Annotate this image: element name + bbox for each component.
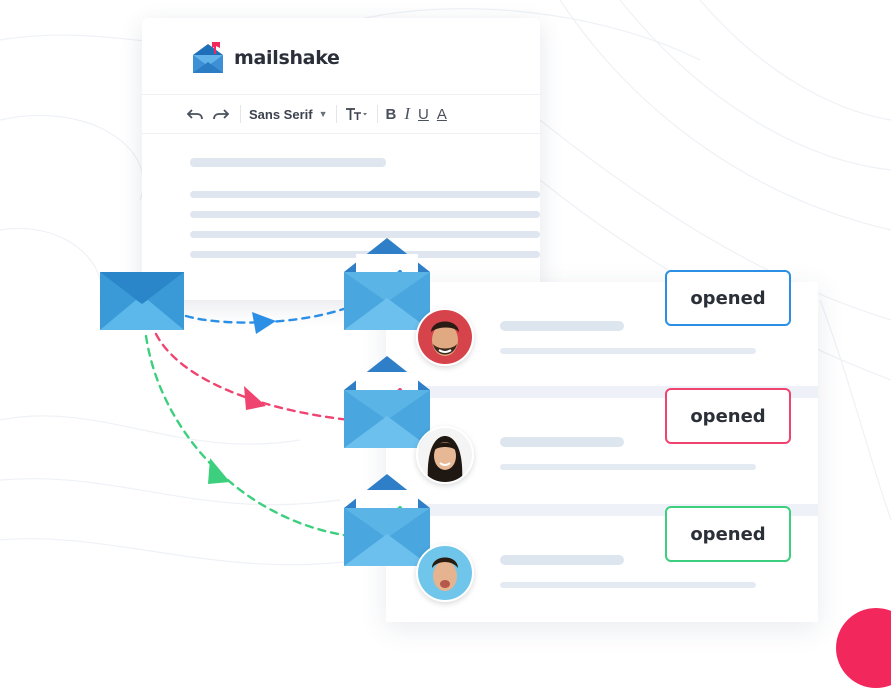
status-badge-opened: opened (665, 506, 791, 562)
row-placeholder-line (500, 582, 756, 588)
body-placeholder-line (190, 211, 540, 218)
sender-envelope-icon (100, 272, 184, 330)
brand: mailshake (190, 38, 340, 78)
avatar (416, 426, 474, 484)
font-family-select[interactable]: Sans Serif (249, 106, 313, 122)
status-badge-opened: opened (665, 388, 791, 444)
row-placeholder-line (500, 464, 756, 470)
row-placeholder-line (500, 437, 624, 447)
row-placeholder-line (500, 555, 624, 565)
chevron-down-icon[interactable]: ▼ (318, 109, 328, 119)
avatar (416, 544, 474, 602)
opened-envelope-icon (344, 474, 430, 566)
brand-name: mailshake (234, 47, 340, 69)
undo-icon[interactable] (186, 101, 204, 127)
redo-icon[interactable] (212, 101, 230, 127)
underline-button[interactable]: U (418, 105, 429, 123)
italic-button[interactable]: I (404, 104, 411, 123)
row-placeholder-line (500, 321, 624, 331)
text-color-button[interactable]: A (436, 105, 447, 123)
opened-envelope-icon (344, 238, 430, 330)
avatar (416, 308, 474, 366)
text-size-icon[interactable] (345, 101, 367, 127)
email-editor-card: mailshake Sans Serif ▼ B I U A (142, 18, 540, 300)
mailshake-logo-icon (193, 42, 223, 73)
bold-button[interactable]: B (385, 105, 397, 123)
row-placeholder-line (500, 348, 756, 354)
toolbar-divider (376, 105, 378, 123)
body-placeholder-line (190, 231, 540, 238)
editor-toolbar: Sans Serif ▼ B I U A (142, 94, 540, 134)
status-badge-opened: opened (665, 270, 791, 326)
subject-placeholder-line (190, 158, 386, 167)
opened-envelope-icon (344, 356, 430, 448)
toolbar-divider (240, 105, 241, 123)
body-placeholder-line (190, 191, 540, 198)
toolbar-divider (335, 105, 337, 123)
